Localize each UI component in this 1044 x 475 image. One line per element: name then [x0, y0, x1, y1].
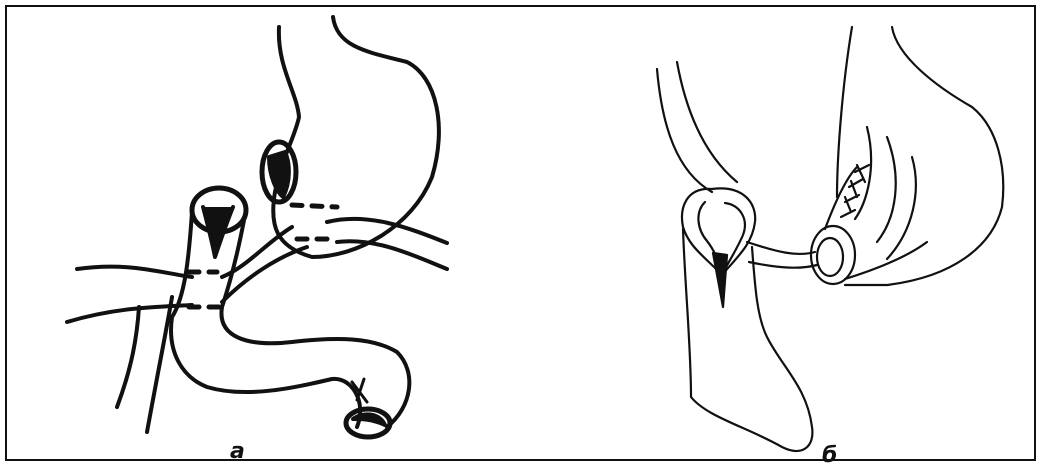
panel-a-vessel-3 — [117, 307, 139, 407]
panel-b-suture-ticks — [841, 165, 869, 217]
surgical-diagram — [7, 7, 1044, 475]
panel-a-caption: а — [230, 439, 245, 464]
panel-a-stomach — [273, 17, 439, 257]
panel-a-drawing — [67, 17, 447, 437]
panel-b-lumen — [713, 253, 727, 307]
panel-b-jejunum — [683, 229, 812, 451]
panel-b-stomach-inner — [855, 127, 916, 259]
panel-b-ring-inner — [817, 238, 843, 276]
panel-b-limb-outer — [657, 69, 712, 192]
panel-b-caption: б — [822, 443, 837, 468]
panel-a-vessel-4 — [147, 297, 172, 432]
panel-b-connector — [747, 242, 817, 268]
figure-frame: а б — [5, 5, 1036, 461]
panel-b-ring-tube — [825, 167, 927, 279]
panel-a-gastric-lumen — [269, 152, 289, 197]
panel-b-drawing — [657, 27, 1003, 451]
panel-b-limb-inner — [677, 62, 737, 182]
